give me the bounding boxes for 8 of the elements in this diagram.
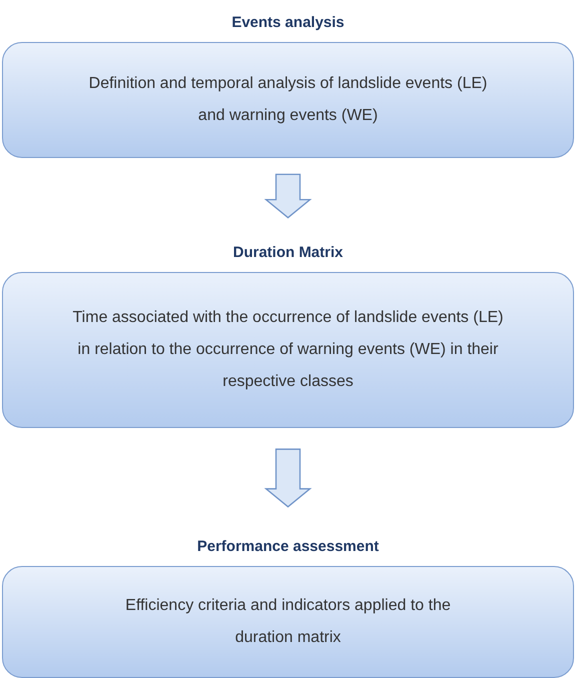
block-arrow — [264, 174, 312, 218]
section-heading: Duration Matrix — [232, 242, 343, 263]
box-text: Definition and temporal analysis of landslide events (LE) and warning events (WE) — [88, 74, 488, 126]
block-arrow — [264, 448, 312, 508]
section-heading: Events analysis — [232, 12, 344, 33]
box-text: Time associated with the occurrence of landslide events (LE) in relation to the occurrence of warning events (WE) in their respective classes — [72, 308, 504, 392]
box-text: Efficiency criteria and indicators applied to the duration matrix — [124, 596, 452, 648]
section-heading: Performance assessment — [197, 536, 379, 557]
